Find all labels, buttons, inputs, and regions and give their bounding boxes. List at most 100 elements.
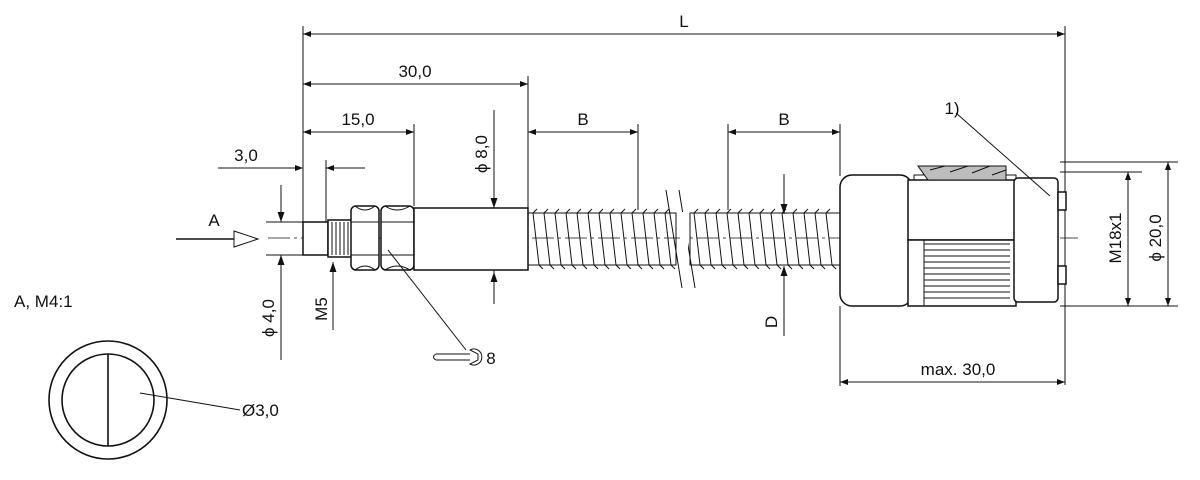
label-detail-title: A, M4:1 [14, 292, 73, 311]
conduit-coil-crest [593, 264, 599, 270]
conduit-coil-crest [765, 264, 771, 270]
conduit-coil-crest [582, 264, 588, 270]
conduit-coil-crest [609, 208, 615, 214]
conduit-coil-crest [571, 264, 577, 270]
conduit-coil-crest [576, 208, 582, 214]
conduit-coil-crest [543, 208, 549, 214]
conduit-coil-crest [670, 264, 676, 270]
conduit-coil [814, 212, 822, 266]
label-15: 15,0 [341, 110, 374, 129]
conduit-coil-crest [653, 208, 659, 214]
conduit-coil-crest [781, 208, 787, 214]
probe-tip [302, 219, 355, 258]
conduit-coil [532, 212, 540, 266]
detail-view-a [48, 340, 168, 460]
conduit-coil-crest [776, 264, 782, 270]
conduit-coil-crest [560, 264, 566, 270]
annotations: L 30,0 15,0 3,0 B B ϕ 8,0 ϕ 4,0 M5 A 8 D… [14, 12, 1165, 420]
conduit-coil-crest [743, 264, 749, 270]
conduit-coil [642, 212, 650, 266]
flexible-conduit [527, 189, 841, 289]
label-max30: max. 30,0 [921, 360, 996, 379]
label-b-left: B [577, 110, 588, 129]
sleeve [413, 207, 529, 271]
conduit-coil [715, 212, 723, 266]
label-30: 30,0 [398, 62, 431, 81]
conduit-coil-crest [554, 208, 560, 214]
conduit-coil-crest [754, 264, 760, 270]
conduit-coil-crest [699, 264, 705, 270]
conduit-coil [825, 212, 833, 266]
conduit-coil [726, 212, 734, 266]
conduit-coil-crest [759, 208, 765, 214]
label-m18: M18x1 [1106, 212, 1125, 263]
conduit-coil-crest [710, 264, 716, 270]
conduit-coil [609, 212, 617, 266]
conduit-coil-crest [565, 208, 571, 214]
conduit-coil-crest [721, 264, 727, 270]
label-view-a: A [208, 211, 220, 230]
conduit-coil-crest [637, 264, 643, 270]
conduit-coil [693, 212, 701, 266]
conduit-coil [664, 212, 672, 266]
label-m5: M5 [312, 297, 331, 321]
conduit-coil-crest [770, 208, 776, 214]
conduit-coil-crest [732, 264, 738, 270]
conduit-coil [792, 212, 800, 266]
label-b-right: B [778, 110, 789, 129]
hex-nut-2 [380, 205, 415, 271]
conduit-coil-crest [615, 264, 621, 270]
conduit-coil-crest [748, 208, 754, 214]
hex-nut-1 [350, 205, 380, 271]
conduit-coil [770, 212, 778, 266]
conduit-coil-crest [814, 208, 820, 214]
wrench-icon [433, 348, 483, 366]
conduit-coil [748, 212, 756, 266]
conduit-coil-crest [792, 208, 798, 214]
conduit-coil-crest [809, 264, 815, 270]
knurl [923, 240, 1010, 306]
conduit-coil [543, 212, 551, 266]
conduit-coil-crest [820, 264, 826, 270]
label-dia20: ϕ 20,0 [1146, 214, 1165, 261]
conduit-coil [554, 212, 562, 266]
label-d: D [762, 316, 781, 328]
conduit-coil-crest [737, 208, 743, 214]
conduit-coil-crest [831, 264, 837, 270]
conduit-coil-crest [787, 264, 793, 270]
label-detail-dia: Ø3,0 [242, 401, 279, 420]
conduit-coil-crest [631, 208, 637, 214]
conduit-coil-crest [825, 208, 831, 214]
conduit-coil-crest [604, 264, 610, 270]
label-note-1: 1) [944, 99, 959, 118]
conduit-coil [620, 212, 628, 266]
conduit-coil-crest [620, 208, 626, 214]
conduit-coil [759, 212, 767, 266]
conduit-coil-crest [693, 208, 699, 214]
conduit-coil-crest [642, 208, 648, 214]
label-3: 3,0 [234, 146, 258, 165]
conduit-coil-crest [798, 264, 804, 270]
label-dia4: ϕ 4,0 [259, 299, 278, 337]
conduit-coil [781, 212, 789, 266]
conduit-coil [737, 212, 745, 266]
conduit-coil [587, 212, 595, 266]
conduit-coil-crest [715, 208, 721, 214]
label-dia8: ϕ 8,0 [472, 135, 491, 173]
leader-lines [139, 112, 1051, 411]
conduit-coil-crest [704, 208, 710, 214]
conduit-coil-crest [626, 264, 632, 270]
connector [839, 165, 1067, 307]
conduit-coil-crest [532, 208, 538, 214]
view-arrow-icon [176, 230, 260, 248]
conduit-coil-crest [648, 264, 654, 270]
conduit-coil [631, 212, 639, 266]
conduit-coil-crest [538, 264, 544, 270]
conduit-coil-crest [664, 208, 670, 214]
conduit-coil [704, 212, 712, 266]
conduit-coil-crest [726, 208, 732, 214]
conduit-coil-crest [587, 208, 593, 214]
conduit-coil [598, 212, 606, 266]
conduit-coil [576, 212, 584, 266]
extension-lines [302, 26, 1178, 386]
